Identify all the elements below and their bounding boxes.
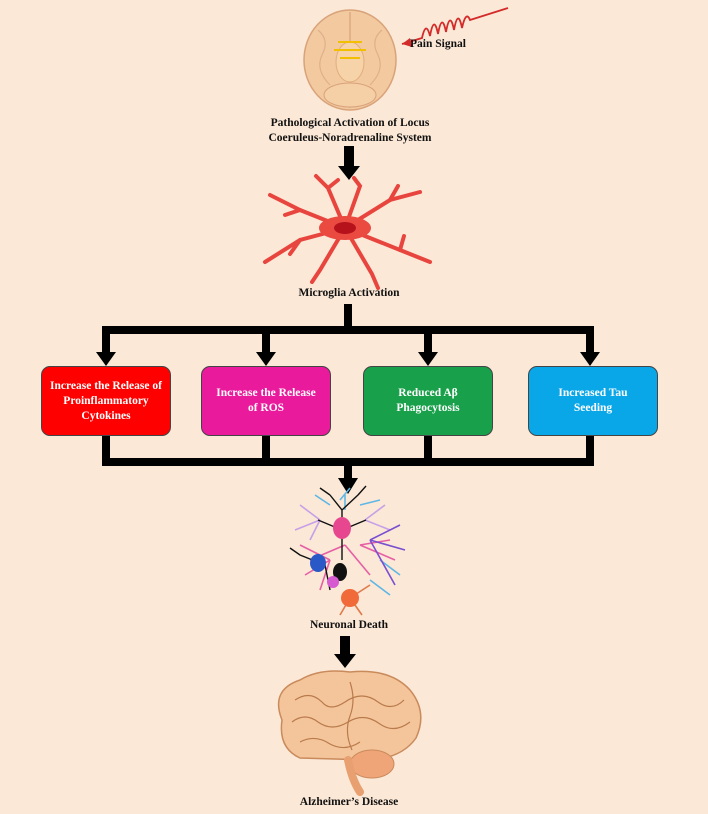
neuron-body-blue — [310, 554, 326, 572]
effect-box-abeta-phagocytosis: Reduced Aβ Phagocytosis — [363, 366, 493, 436]
human-brain-icon — [277, 670, 422, 796]
pain-signal-label: Pain Signal — [410, 38, 466, 50]
arrow-locus-to-microglia — [338, 146, 360, 180]
branch-connector — [96, 304, 600, 366]
merge-connector — [102, 436, 594, 494]
neuron-body-purple — [327, 576, 339, 588]
neuron-body-pink — [333, 517, 351, 539]
effect-box-tau-seeding: Increased Tau Seeding — [528, 366, 658, 436]
arrow-neuronal-to-alzheimers — [334, 636, 356, 668]
brainstem-brain-icon — [303, 9, 397, 111]
microglia-activation-label: Microglia Activation — [298, 287, 400, 299]
effect-box-cytokines: Increase the Release of Proinflammatory … — [41, 366, 171, 436]
neuron-body-orange — [341, 589, 359, 607]
neuronal-death-label: Neuronal Death — [309, 619, 389, 631]
pain-signal-wave-icon — [401, 7, 509, 47]
alzheimers-disease-label: Alzheimer’s Disease — [299, 796, 399, 808]
locus-coeruleus-label: Pathological Activation of Locus Coerule… — [268, 117, 432, 144]
effect-box-ros: Increase the Release of ROS — [201, 366, 331, 436]
neuron-body-black — [333, 563, 347, 581]
microglia-cell-icon — [263, 174, 432, 290]
microglia-nucleus — [334, 222, 356, 234]
